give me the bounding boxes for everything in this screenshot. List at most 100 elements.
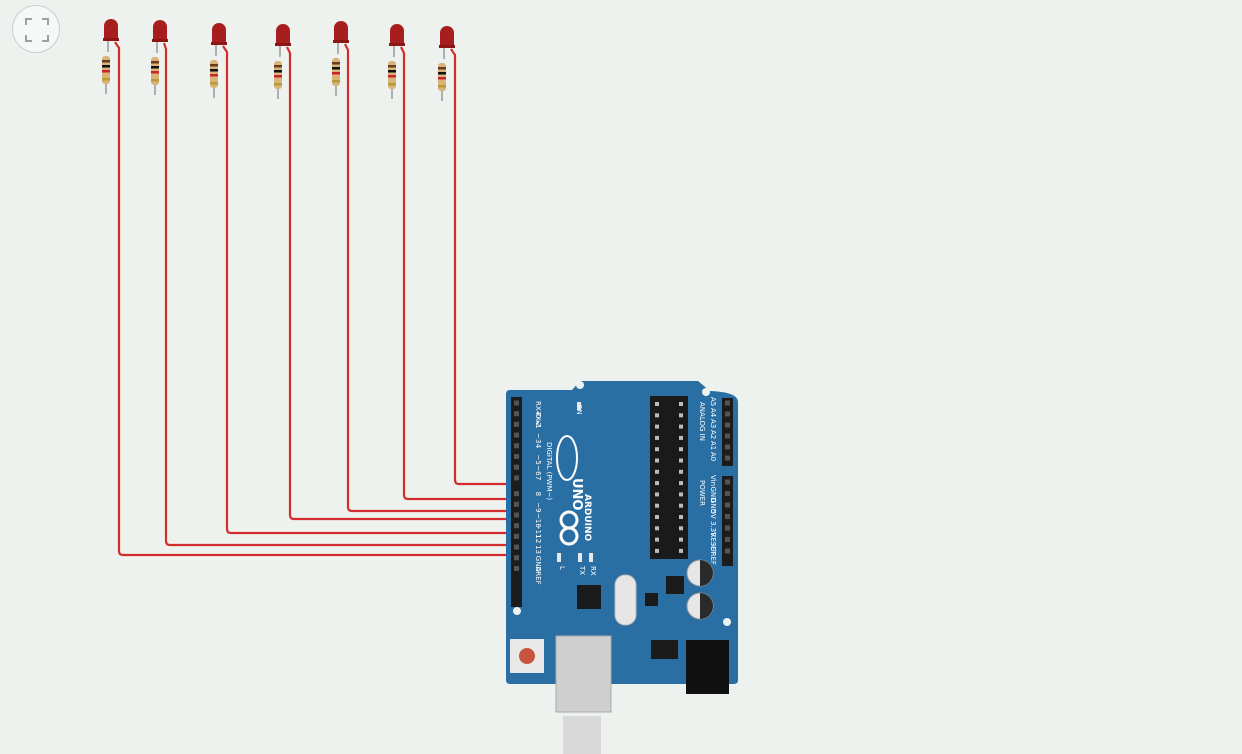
wire[interactable] xyxy=(222,45,520,535)
digital-pin-hole[interactable] xyxy=(514,523,519,529)
reset-button-cap xyxy=(519,648,535,664)
analog-pin-label: A4 xyxy=(709,408,717,418)
tx-led xyxy=(578,553,582,562)
power-pin-label: IOREF xyxy=(709,544,717,565)
usb-cable xyxy=(563,716,601,754)
digital-pin-label: ~5 xyxy=(534,455,542,465)
led-rim xyxy=(103,38,119,41)
board-model-label: UNO xyxy=(569,478,584,511)
led[interactable] xyxy=(104,19,118,40)
wire[interactable] xyxy=(162,42,520,547)
wire[interactable] xyxy=(400,46,520,501)
digital-pin-hole[interactable] xyxy=(514,544,519,550)
digital-pin-hole[interactable] xyxy=(514,443,519,449)
analog-pin-hole[interactable] xyxy=(725,422,730,428)
power-pin-label: 5V xyxy=(709,510,717,519)
power-pin-label: GND xyxy=(709,487,717,503)
rx-led-label: RX xyxy=(589,566,597,576)
led-rim xyxy=(211,42,227,45)
digital-pin-label: AREF xyxy=(534,567,542,585)
digital-pin-label: ~9 xyxy=(534,502,542,512)
digital-pin-hole[interactable] xyxy=(514,475,519,481)
wire[interactable] xyxy=(286,46,520,521)
power-jack xyxy=(686,640,729,694)
led[interactable] xyxy=(212,23,226,44)
brand-label: ARDUINO xyxy=(582,494,592,542)
led[interactable] xyxy=(334,21,348,42)
digital-pin-hole[interactable] xyxy=(514,555,519,561)
wire[interactable] xyxy=(114,41,520,557)
analog-pin-hole[interactable] xyxy=(725,400,730,406)
voltage-regulator xyxy=(651,640,678,659)
power-pin-label: 3.3V xyxy=(709,521,717,537)
digital-pin-hole[interactable] xyxy=(514,533,519,539)
digital-pin-label: ~10 xyxy=(534,513,542,528)
analog-pin-hole[interactable] xyxy=(725,433,730,439)
led[interactable] xyxy=(440,26,454,47)
analog-pin-hole[interactable] xyxy=(725,411,730,417)
power-pin-hole[interactable] xyxy=(725,502,730,508)
power-pin-hole[interactable] xyxy=(725,548,730,554)
digital-pin-hole[interactable] xyxy=(514,501,519,507)
digital-pin-label: GND xyxy=(534,556,542,572)
l-led xyxy=(557,553,561,562)
analog-pin-label: A3 xyxy=(709,419,717,428)
digital-pin-hole[interactable] xyxy=(514,454,519,459)
digital-pin-label: 8 xyxy=(534,492,542,496)
digital-pin-label: 12 xyxy=(534,534,542,543)
digital-pin-hole[interactable] xyxy=(514,491,519,497)
digital-pin-hole[interactable] xyxy=(514,432,519,438)
digital-label: DIGITAL (PWM~) xyxy=(545,442,553,500)
digital-pin-hole[interactable] xyxy=(514,566,519,571)
analog-pin-label: A2 xyxy=(709,430,717,439)
regulator-chip xyxy=(666,576,684,594)
wire[interactable] xyxy=(450,48,520,486)
digital-pin-label: 7 xyxy=(534,476,542,480)
wire-group xyxy=(114,41,523,558)
mounting-hole xyxy=(702,388,710,396)
led[interactable] xyxy=(390,24,404,45)
digital-pin-label: 13 xyxy=(534,545,542,554)
digital-pin-label: 4 xyxy=(534,444,542,449)
analog-pin-hole[interactable] xyxy=(725,455,730,461)
digital-pin-hole[interactable] xyxy=(514,512,519,518)
l-led-label: L xyxy=(558,566,566,570)
led-rim xyxy=(389,43,405,46)
power-pin-hole[interactable] xyxy=(725,537,730,542)
led[interactable] xyxy=(276,24,290,45)
analog-pin-label: A5 xyxy=(709,397,717,406)
analog-pin-hole[interactable] xyxy=(725,444,730,450)
rx-led xyxy=(589,553,593,562)
digital-pin-hole[interactable] xyxy=(514,411,519,417)
digital-pin-hole[interactable] xyxy=(514,464,519,470)
digital-pin-label: 2 xyxy=(534,422,542,426)
power-pin-hole[interactable] xyxy=(725,514,730,519)
digital-pin-label: ~3 xyxy=(534,433,542,443)
mounting-hole xyxy=(576,381,584,389)
power-pin-hole[interactable] xyxy=(725,491,730,496)
led[interactable] xyxy=(153,20,167,41)
atmega-chip xyxy=(650,396,688,559)
digital-pin-hole[interactable] xyxy=(514,421,519,427)
power-pin-hole[interactable] xyxy=(725,479,730,485)
power-pin-label: GND xyxy=(709,498,717,514)
digital-pin-label: TX▸1 xyxy=(534,411,542,429)
fit-to-view-icon xyxy=(25,18,49,42)
model-oval xyxy=(556,435,578,481)
tx-led-label: TX xyxy=(578,565,586,575)
wire[interactable] xyxy=(344,43,520,513)
usb-port xyxy=(555,635,612,713)
component-group xyxy=(102,19,455,101)
arduino-logo xyxy=(559,510,579,546)
digital-pin-label: RX◂0 xyxy=(534,401,542,419)
on-led xyxy=(577,402,581,410)
led-rim xyxy=(439,45,455,48)
power-pin-hole[interactable] xyxy=(725,525,730,531)
fit-to-view-button[interactable] xyxy=(12,5,60,53)
analog-pin-label: A0 xyxy=(709,452,717,461)
usb-chip xyxy=(577,585,601,609)
digital-pin-hole[interactable] xyxy=(514,400,519,406)
analog-pin-label: A1 xyxy=(709,441,717,450)
